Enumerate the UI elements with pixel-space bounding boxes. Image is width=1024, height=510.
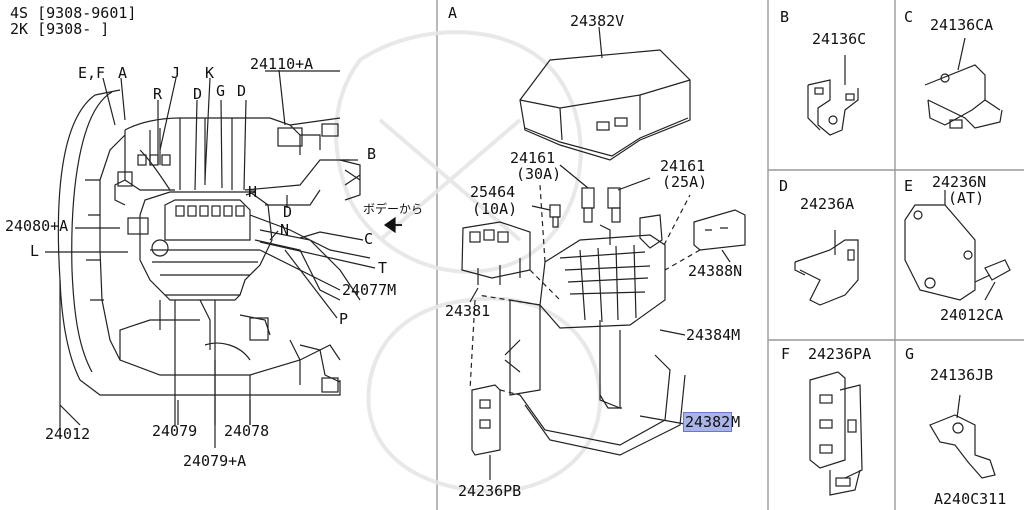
panel-c-label: C xyxy=(904,8,914,26)
variant-line-2: 2K [9308- ] xyxy=(10,20,110,38)
bracket-g xyxy=(929,394,996,479)
bracket-d xyxy=(794,230,859,306)
part-24136ca[interactable]: 24136CA xyxy=(930,16,994,34)
callout-h[interactable]: H xyxy=(248,183,258,201)
amp-30a: (30A) xyxy=(516,165,562,183)
part-24388n[interactable]: 24388N xyxy=(688,262,743,280)
body-from-label: ボデーから xyxy=(363,202,424,216)
part-24382m-highlight[interactable]: 24382 xyxy=(682,412,733,432)
callout-d-1[interactable]: D xyxy=(193,85,203,103)
part-24236a[interactable]: 24236A xyxy=(800,195,855,213)
part-24382m[interactable]: 24382M xyxy=(682,412,741,432)
callout-k[interactable]: K xyxy=(205,64,215,82)
callout-p[interactable]: P xyxy=(339,310,349,328)
callout-j[interactable]: J xyxy=(171,64,181,82)
part-24382v[interactable]: 24382V xyxy=(570,12,625,30)
amp-10a: (10A) xyxy=(472,200,518,218)
callout-e-f[interactable]: E,F xyxy=(78,64,106,82)
part-24136c[interactable]: 24136C xyxy=(812,30,867,48)
part-24079a[interactable]: 24079+A xyxy=(183,452,247,470)
panel-e-label: E xyxy=(904,177,914,195)
part-24080a[interactable]: 24080+A xyxy=(5,217,69,235)
bracket-c xyxy=(924,37,1003,129)
bracket-b xyxy=(807,55,859,136)
part-25464[interactable]: 25464 xyxy=(470,183,516,201)
bracket-e xyxy=(904,190,1011,301)
part-24078[interactable]: 24078 xyxy=(224,422,270,440)
part-24012ca[interactable]: 24012CA xyxy=(940,306,1004,324)
figure-code: A240C311 xyxy=(934,490,1007,508)
part-24012[interactable]: 24012 xyxy=(45,425,91,443)
part-24161-25a[interactable]: 24161 xyxy=(660,157,706,175)
watermark xyxy=(334,30,603,494)
panel-f-label: F xyxy=(781,345,791,363)
part-24161-30a[interactable]: 24161 xyxy=(510,149,556,167)
engine-harness xyxy=(45,69,402,448)
part-24077m[interactable]: 24077M xyxy=(342,281,397,299)
part-24384m[interactable]: 24384M xyxy=(686,326,741,344)
variant-line-1: 4S [9308-9601] xyxy=(10,4,137,22)
part-24382m-suffix: M xyxy=(731,413,741,431)
note-at: (AT) xyxy=(948,189,985,207)
callout-g[interactable]: G xyxy=(216,82,226,100)
panel-d-label: D xyxy=(779,177,789,195)
part-24381[interactable]: 24381 xyxy=(445,302,491,320)
callout-l[interactable]: L xyxy=(30,242,40,260)
part-24236pa[interactable]: 24236PA xyxy=(808,345,872,363)
callout-a[interactable]: A xyxy=(118,64,128,82)
bracket-f xyxy=(809,371,863,496)
amp-25a: (25A) xyxy=(662,173,708,191)
part-24236pb[interactable]: 24236PB xyxy=(458,482,522,500)
panel-a-label: A xyxy=(448,4,458,22)
part-24110a[interactable]: 24110+A xyxy=(250,55,314,73)
callout-n[interactable]: N xyxy=(280,221,290,239)
callout-d-3[interactable]: D xyxy=(283,203,293,221)
callout-r[interactable]: R xyxy=(153,85,163,103)
part-24236n[interactable]: 24236N xyxy=(932,173,987,191)
part-24079[interactable]: 24079 xyxy=(152,422,198,440)
callout-d-2[interactable]: D xyxy=(237,82,247,100)
panel-g-label: G xyxy=(905,345,915,363)
part-24136jb[interactable]: 24136JB xyxy=(930,366,994,384)
callout-c[interactable]: C xyxy=(364,230,374,248)
callout-t[interactable]: T xyxy=(378,259,388,277)
relay-box-drawing xyxy=(461,26,746,480)
panel-b-label: B xyxy=(780,8,790,26)
callout-b[interactable]: B xyxy=(367,145,377,163)
